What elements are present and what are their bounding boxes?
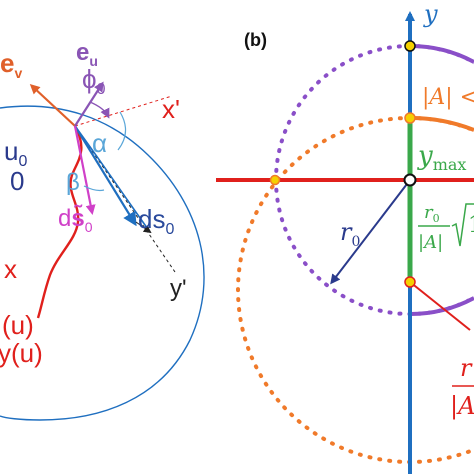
- svg-text:ds0: ds0: [138, 204, 174, 238]
- ymax-label: y: [417, 141, 433, 171]
- purple-solid-arc-bottom: [409, 296, 474, 317]
- abs-a-label: |A| <: [422, 85, 474, 110]
- label-ds-tilde-s: s̃: [71, 204, 84, 232]
- point-orange-top: [404, 112, 416, 124]
- label-xu: (u): [2, 310, 34, 340]
- curve-red: [36, 125, 83, 319]
- red-radius-line: [409, 281, 471, 331]
- svg-text:u0: u0: [4, 136, 27, 170]
- label-ds0-sub: 0: [165, 221, 174, 238]
- point-bottom: [404, 276, 416, 288]
- label-beta: β: [66, 169, 80, 196]
- svg-text:r0: r0: [424, 202, 440, 225]
- label-x: x: [4, 254, 17, 284]
- panel-b: (b) y |A| < ymax r0 r0 |A| 1 r |A: [216, 0, 474, 474]
- svg-text:ymax: ymax: [417, 141, 466, 174]
- svg-text:eu: eu: [76, 39, 98, 69]
- label-alpha: α: [92, 128, 107, 158]
- label-phi0-sub: 0: [97, 81, 106, 98]
- frac2-den: |A: [450, 392, 474, 421]
- label-phi0: ϕ: [82, 64, 97, 94]
- axis-y-label: y: [423, 0, 438, 28]
- label-u0: u: [4, 136, 18, 166]
- label-ds-tilde-sub: 0: [85, 219, 93, 235]
- frac-num-sub: 0: [433, 212, 440, 225]
- phi0-arc: [89, 101, 110, 119]
- beta-arc: [83, 185, 105, 192]
- r0-label: r: [340, 218, 353, 246]
- frac-den: |A|: [418, 232, 443, 253]
- frac-num: r: [424, 202, 434, 223]
- r0-sub: 0: [351, 234, 360, 250]
- alpha-arc: [117, 111, 127, 151]
- ds-tilde-arrow: [73, 125, 96, 215]
- svg-text:ev: ev: [0, 48, 22, 81]
- label-ds-tilde: d: [58, 205, 71, 232]
- label-eu: e: [76, 39, 89, 66]
- sqrt-sign: [451, 203, 474, 247]
- label-zero: 0: [10, 166, 24, 196]
- orange-solid-arc: [409, 115, 474, 132]
- svg-text:ds̃0: ds̃0: [58, 204, 93, 235]
- label-ev: e: [0, 48, 14, 78]
- label-ev-sub: v: [14, 65, 22, 81]
- svg-text:r0: r0: [340, 218, 360, 250]
- frac2-num: r: [460, 354, 473, 382]
- panel-b-label: (b): [244, 30, 267, 50]
- svg-text:ϕ0: ϕ0: [82, 64, 106, 98]
- panel-a: ev eu ϕ0 x' α u0 0 β ds̃0 ds0 x y' (u) y…: [0, 39, 205, 421]
- ev-arrow: [29, 83, 76, 127]
- r0-arrow: [330, 179, 411, 285]
- purple-solid-arc: [409, 43, 474, 64]
- label-yu: y(u): [0, 338, 43, 368]
- label-xprime: x': [162, 94, 180, 124]
- x-prime-dashed-line: [74, 95, 173, 127]
- ds0-arrow: [74, 125, 137, 227]
- point-center: [403, 173, 417, 187]
- eu-arrow: [74, 81, 104, 127]
- point-left-intersect: [269, 174, 281, 186]
- sqrt-tail: 1: [468, 213, 474, 238]
- small-tick-arrow: [135, 221, 152, 234]
- ymax-sub: max: [433, 155, 467, 174]
- region-boundary-circle: [0, 105, 205, 421]
- label-ds0: ds: [138, 204, 165, 234]
- label-eu-sub: u: [89, 53, 98, 69]
- point-top: [404, 40, 416, 52]
- label-yprime: y': [170, 275, 187, 302]
- label-u0-sub: 0: [18, 153, 27, 170]
- svg-text:|A| <: |A| <: [422, 85, 474, 110]
